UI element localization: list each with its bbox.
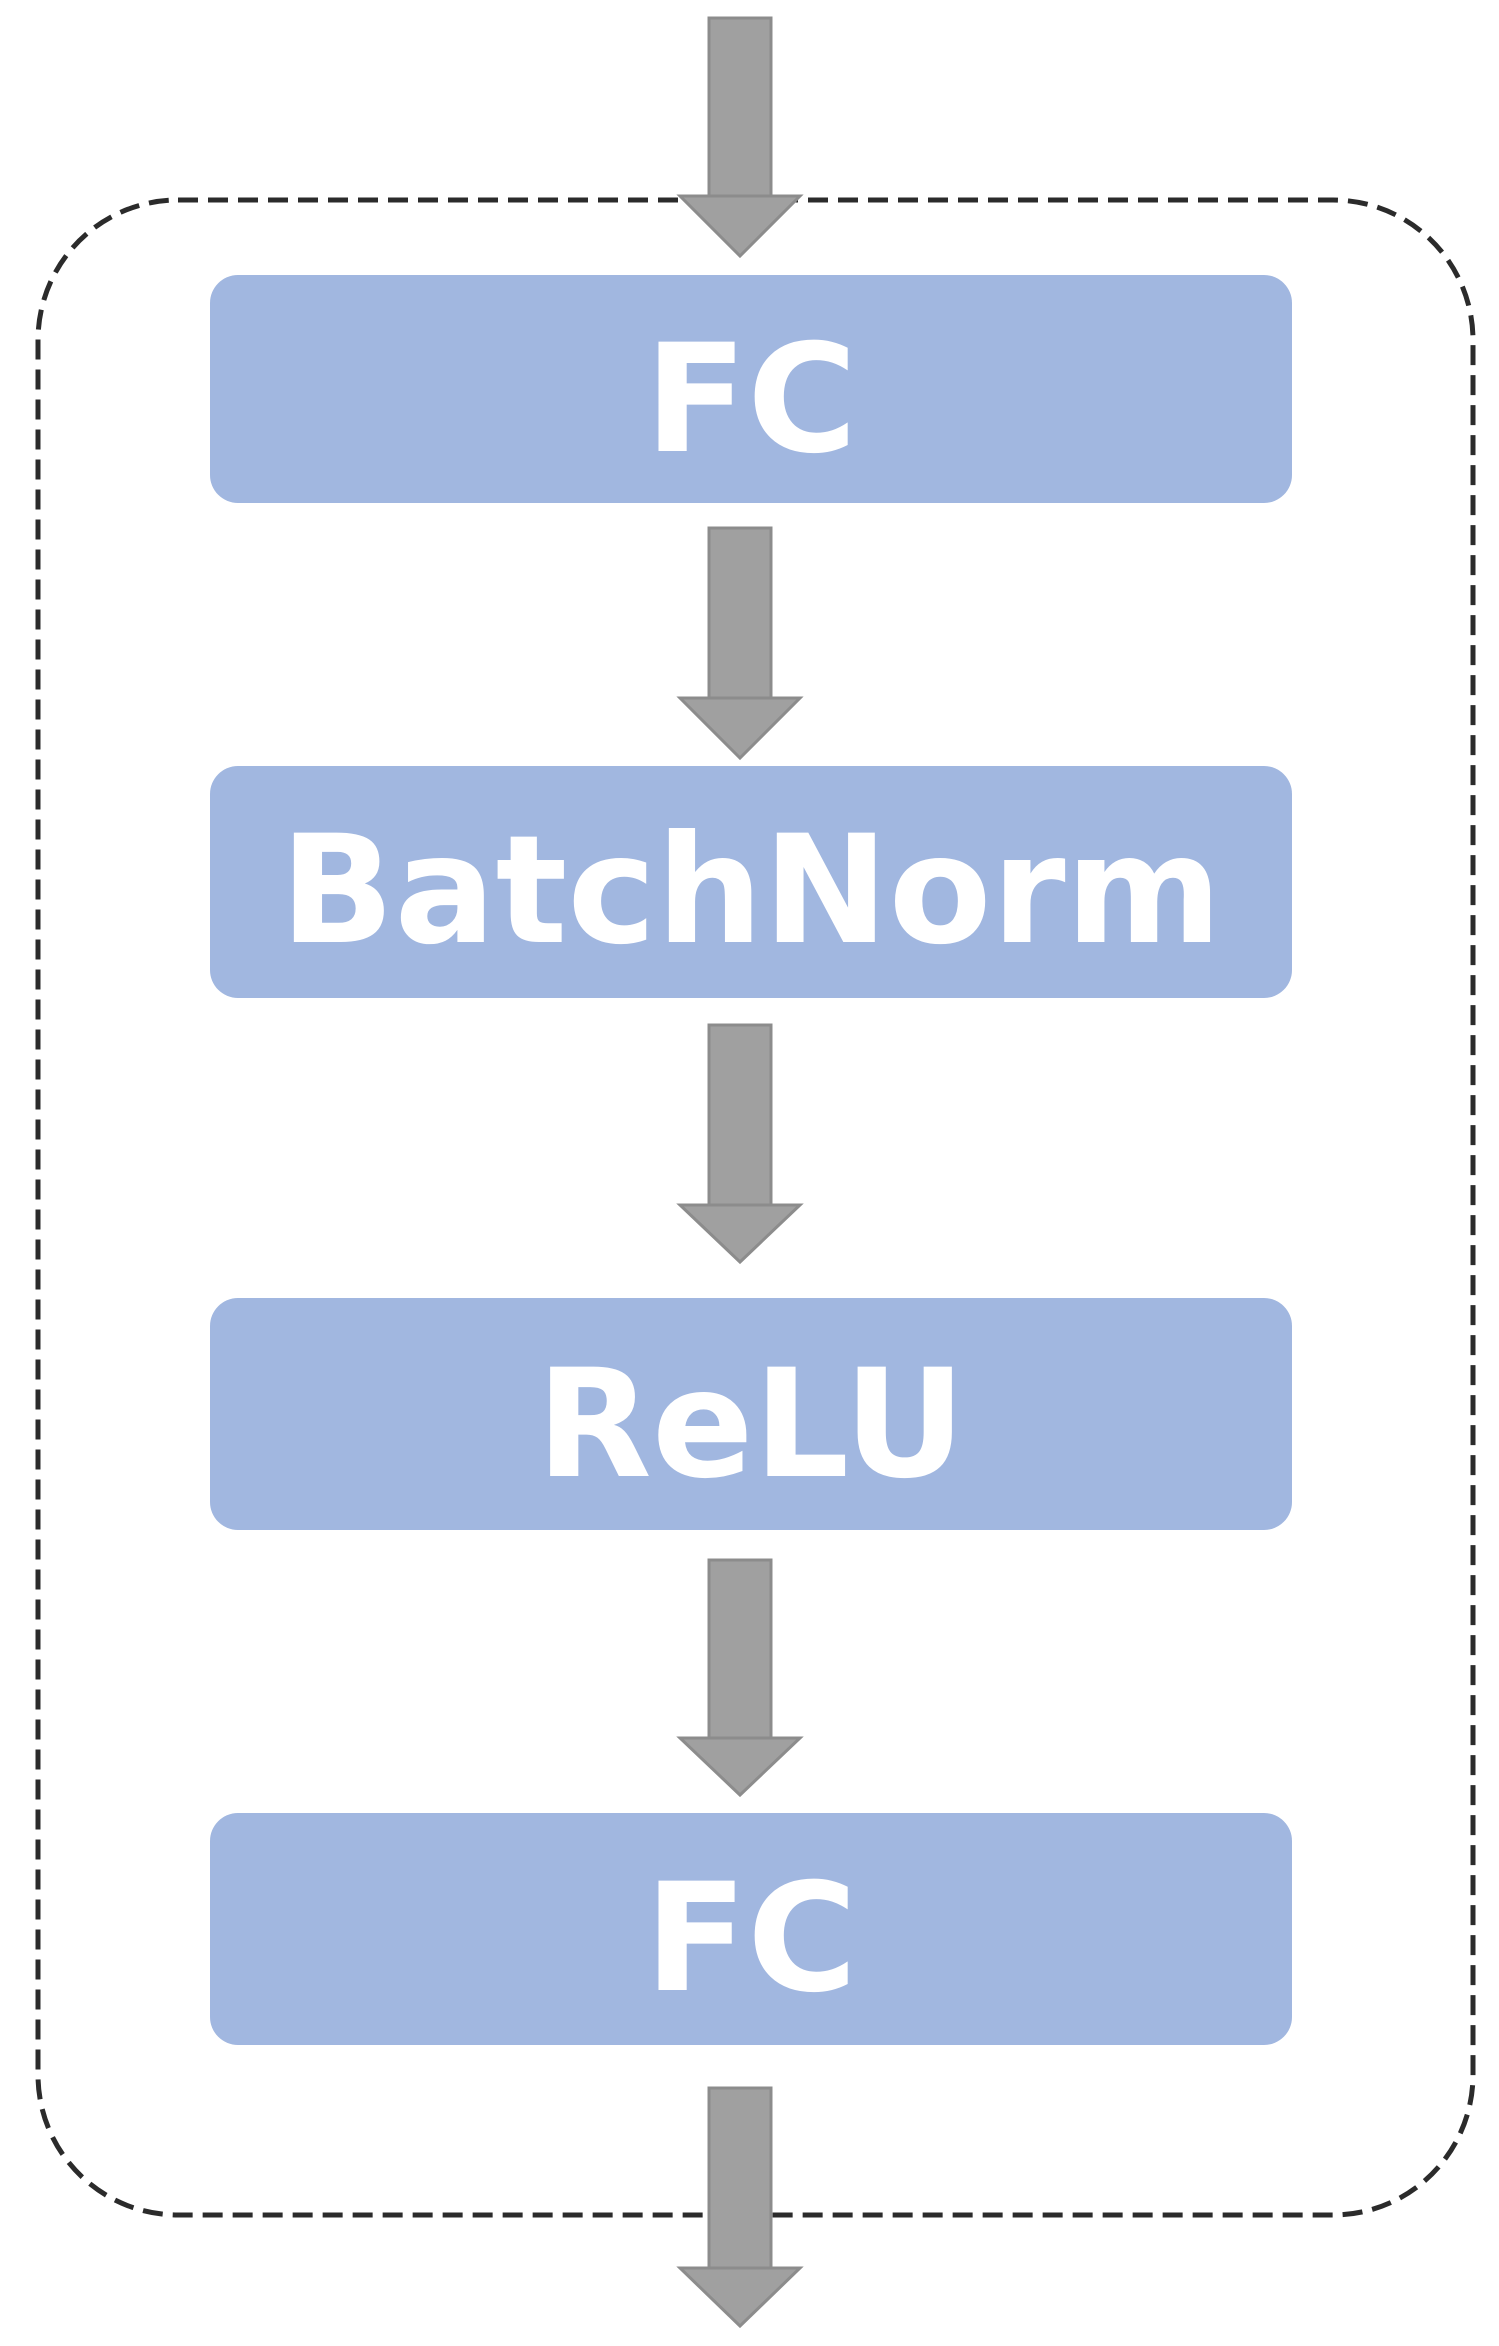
arrow-fc-to-batchnorm [676, 526, 804, 761]
fc-block-2: FC [210, 1813, 1292, 2045]
relu-block: ReLU [210, 1298, 1292, 1530]
relu-block-label: ReLU [536, 1338, 965, 1512]
batchnorm-block: BatchNorm [210, 766, 1292, 998]
arrow-relu-to-fc [676, 1558, 804, 1798]
output-arrow [676, 2086, 804, 2329]
batchnorm-block-label: BatchNorm [280, 804, 1222, 978]
fc-block-1: FC [210, 275, 1292, 503]
fc-block-2-label: FC [645, 1852, 858, 2026]
arrow-batchnorm-to-relu [676, 1023, 804, 1265]
input-arrow [676, 16, 804, 259]
fc-block-1-label: FC [645, 313, 858, 487]
